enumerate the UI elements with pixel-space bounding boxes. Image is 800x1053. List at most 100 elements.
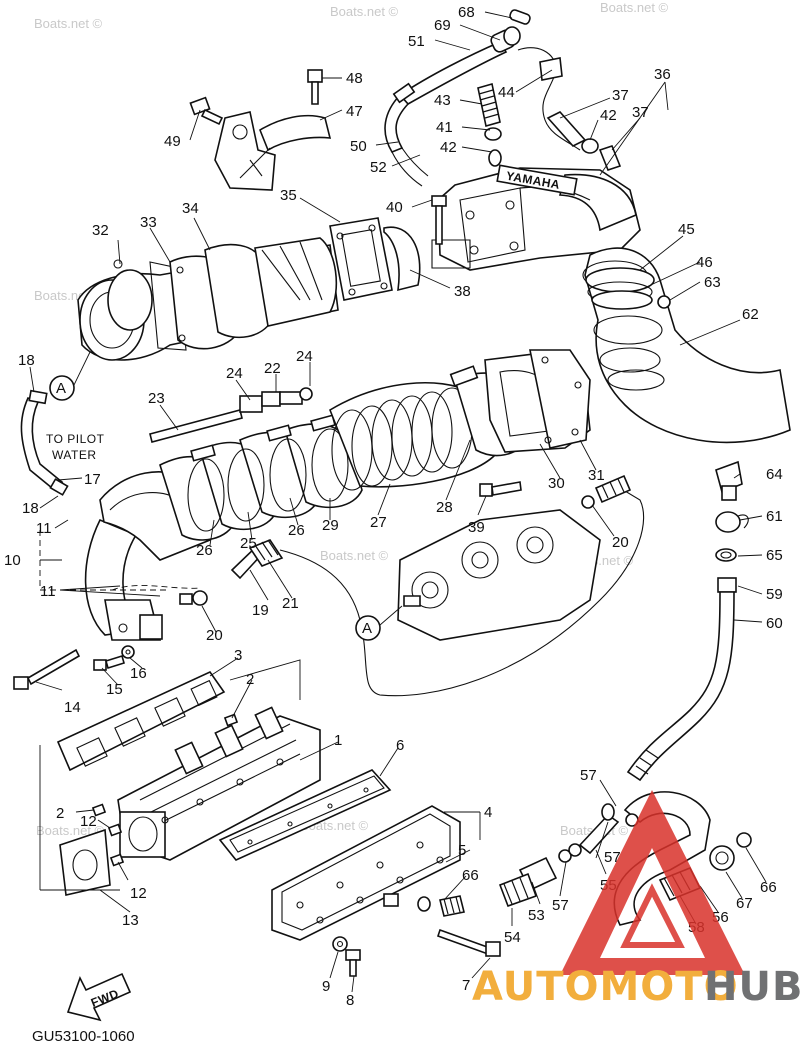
callout-34: 34 [182, 200, 199, 217]
watermark-text: Boats.net © [320, 548, 389, 563]
bolt-7 [436, 928, 501, 957]
callout-67: 67 [736, 895, 753, 912]
callout-2: 2 [56, 805, 64, 822]
watermark-text: Boats.net © [330, 4, 399, 19]
callout-54: 54 [504, 929, 521, 946]
callout-21: 21 [282, 595, 299, 612]
reference-marker-a: A [56, 380, 66, 397]
reference-marker-a: A [362, 620, 372, 637]
bolt-14 [13, 648, 81, 690]
callout-14: 14 [64, 699, 81, 716]
manifold-1 [117, 706, 321, 861]
exhaust-chamber-31 [484, 349, 591, 453]
callout-2: 2 [246, 671, 254, 688]
fwd-arrow: FWD [66, 972, 132, 1022]
callout-36: 36 [654, 66, 671, 83]
callout-19: 19 [252, 602, 269, 619]
callout-50: 50 [350, 138, 367, 155]
callout-11: 11 [36, 520, 52, 537]
leader-lines [29, 11, 767, 993]
cap-64 [715, 460, 743, 501]
callout-62: 62 [742, 306, 759, 323]
callout-12: 12 [130, 885, 147, 902]
callout-40: 40 [386, 199, 403, 216]
callout-68: 68 [458, 4, 475, 21]
callout-6: 6 [396, 737, 404, 754]
callout-63: 63 [704, 274, 721, 291]
callout-66: 66 [462, 867, 479, 884]
callout-37: 37 [632, 104, 649, 121]
hose-43-41 [477, 82, 502, 167]
callout-3: 3 [234, 647, 242, 664]
callout-49: 49 [164, 133, 181, 150]
callout-41: 41 [436, 119, 453, 136]
callout-48: 48 [346, 70, 363, 87]
callout-46: 46 [696, 254, 713, 271]
callout-26: 26 [196, 542, 213, 559]
dowel-pins-2 [91, 713, 239, 867]
bracket-47 [189, 69, 332, 191]
exhaust-pipe-10 [39, 471, 211, 641]
hose-44 [517, 47, 581, 151]
callout-43: 43 [434, 92, 451, 109]
callout-12: 12 [80, 813, 97, 830]
callout-20: 20 [612, 534, 629, 551]
callout-16: 16 [130, 665, 147, 682]
callout-42: 42 [440, 139, 457, 156]
callout-53: 53 [528, 907, 545, 924]
clamp-45-46 [585, 267, 671, 310]
callout-1: 1 [334, 732, 342, 749]
bolt-15 [93, 654, 125, 671]
logo-text-automoto: AUTOMOTO [472, 964, 739, 1010]
o-ring-65 [715, 548, 737, 562]
gasket-13 [59, 828, 111, 896]
logo-triangle-icon [560, 790, 745, 975]
bolt-40 [431, 195, 447, 245]
fitting-59 [717, 577, 737, 593]
callout-64: 64 [766, 466, 783, 483]
callout-32: 32 [92, 222, 109, 239]
callout-10: 10 [4, 552, 21, 569]
callout-13: 13 [122, 912, 139, 929]
hose-37-42 [546, 111, 622, 171]
callout-60: 60 [766, 615, 783, 632]
callout-31: 31 [588, 467, 605, 484]
gasket-3 [56, 670, 226, 772]
ref-a-bottom: A [355, 605, 403, 641]
ref-a-top: A [49, 351, 91, 401]
clamp-20-left [179, 590, 208, 606]
hose-60 [626, 591, 735, 782]
callout-9: 9 [322, 978, 330, 995]
callout-7: 7 [462, 977, 470, 994]
callout-5: 5 [458, 842, 466, 859]
fitting-5-66 [417, 895, 465, 917]
callout-17: 17 [84, 471, 101, 488]
water-jacket-cover-4 [271, 805, 461, 941]
callout-26: 26 [288, 522, 305, 539]
callout-52: 52 [370, 159, 387, 176]
callout-37: 37 [612, 87, 629, 104]
callouts: 68 69 51 48 47 49 44 43 36 37 37 42 41 4… [4, 4, 783, 1009]
callout-24: 24 [226, 365, 243, 382]
callout-24: 24 [296, 348, 313, 365]
washer-16 [121, 645, 135, 659]
callout-69: 69 [434, 17, 451, 34]
watermark-text: Boats.net © [34, 16, 103, 31]
hose-53-54 [498, 843, 582, 908]
callout-20: 20 [206, 627, 223, 644]
dashed-box-outline [39, 659, 301, 891]
callout-57: 57 [580, 767, 597, 784]
cap-61 [715, 511, 749, 533]
callout-57: 57 [552, 897, 569, 914]
callout-44: 44 [498, 84, 515, 101]
bolt-8 [345, 949, 361, 977]
bolt-39 [479, 481, 522, 497]
callout-18: 18 [18, 352, 35, 369]
gasket-6 [218, 769, 392, 861]
hose-19-21 [230, 487, 645, 697]
callout-28: 28 [436, 499, 453, 516]
washer-9 [332, 936, 348, 952]
note-to-pilot-line1: TO PILOT [46, 432, 105, 446]
watermark-text: Boats.net © [600, 0, 669, 15]
